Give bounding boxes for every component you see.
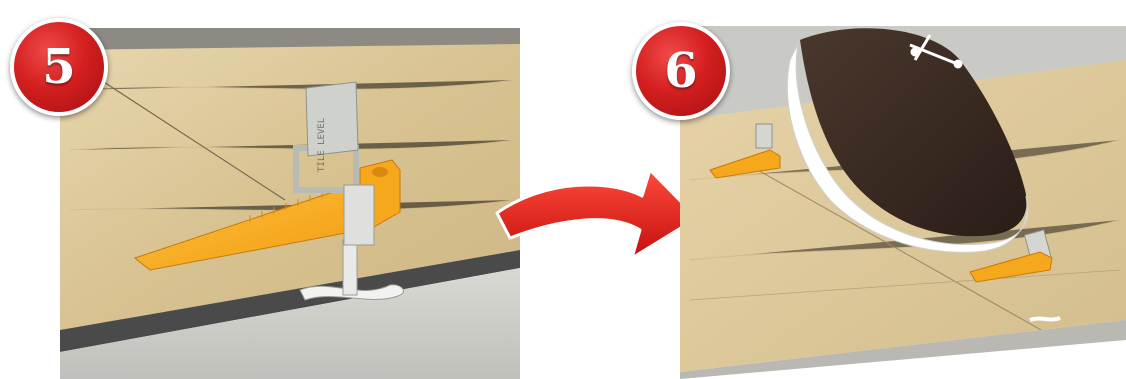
clip-base-right (1030, 318, 1060, 320)
step-5-panel: TILE LEVEL 5 (0, 0, 530, 379)
clip-tab (306, 82, 358, 156)
step-6-panel: 6 (630, 0, 1126, 379)
clip-stem (343, 240, 357, 295)
clip-label: TILE LEVEL (317, 118, 327, 172)
clip-body (344, 185, 374, 245)
step-6-badge: 6 (632, 22, 730, 120)
clip-tab-left (756, 124, 772, 148)
step-5-badge: 5 (10, 18, 108, 116)
